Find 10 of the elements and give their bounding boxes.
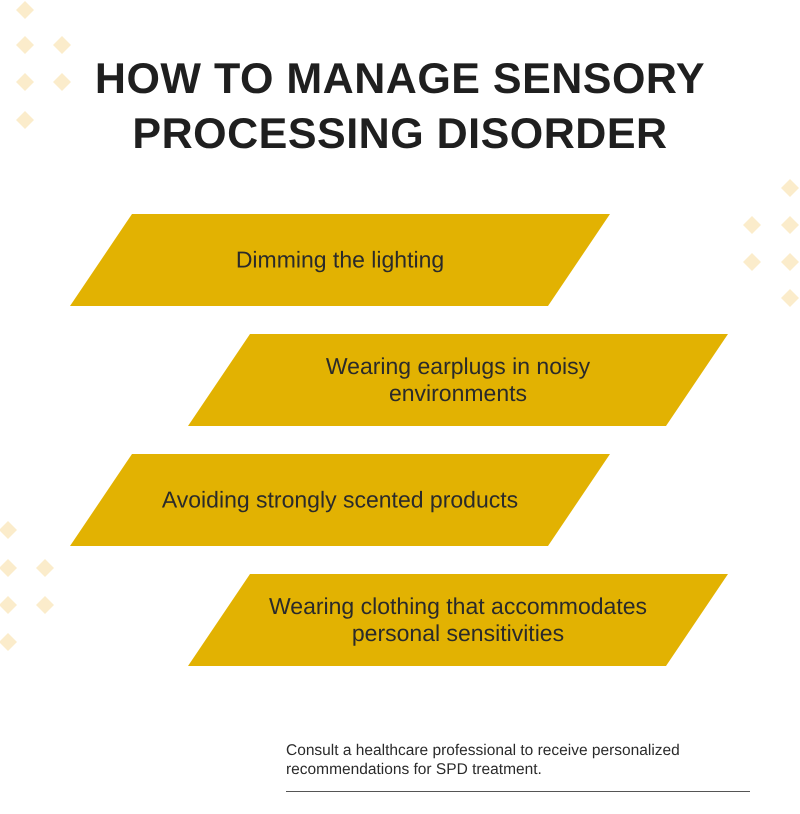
note-text: Consult a healthcare professional to receive personalized recommendations for SPD treatment. xyxy=(286,741,681,779)
step-text: Dimming the lighting xyxy=(234,246,446,274)
step-parallelogram xyxy=(70,214,610,306)
step-text: Wearing clothing that accommodates personal sensitivities xyxy=(268,593,648,647)
step-parallelogram xyxy=(188,334,728,426)
step-parallelogram xyxy=(188,574,728,666)
title: HOW TO MANAGE SENSORY PROCESSING DISORDER xyxy=(94,54,706,160)
step-parallelogram xyxy=(70,454,610,546)
step-text: Avoiding strongly scented products xyxy=(160,486,520,514)
step-text: Wearing earplugs in noisy environments xyxy=(324,353,592,407)
